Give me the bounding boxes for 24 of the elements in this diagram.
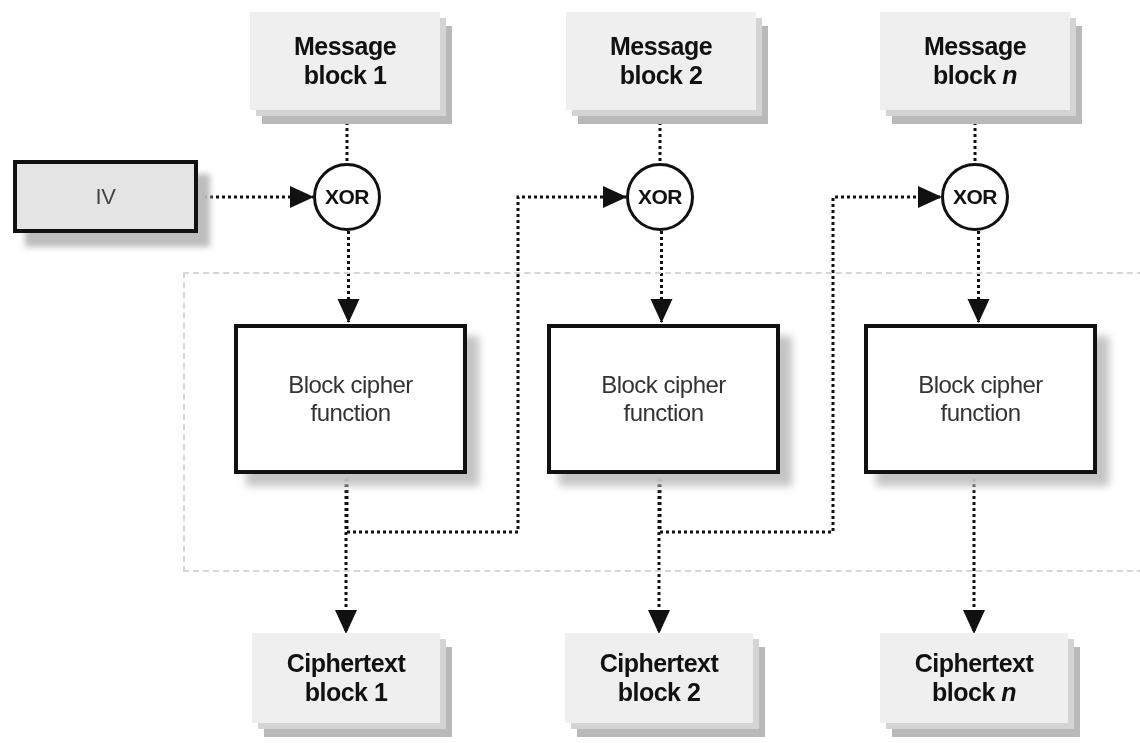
box-label: Message block 1 [292,32,398,90]
dashed-group-outline [183,272,1140,572]
box-label: XOR [953,184,997,210]
iv-box [13,160,198,233]
arrow [967,231,990,323]
box-label: IV [95,183,116,210]
cipher-box [864,324,1097,474]
arrow [337,231,360,323]
box-label: Ciphertext block 1 [285,649,407,707]
box-label: Message block 2 [608,32,714,90]
box-label: XOR [325,184,369,210]
cipher-box [547,324,780,474]
box-label: XOR [638,184,682,210]
box-label: Block cipher function [600,371,727,427]
arrow [198,186,314,208]
box-label: Ciphertext block n [913,649,1035,707]
box-label: Block cipher function [917,371,1044,427]
box-label: Message block n [922,32,1028,90]
box-label: Ciphertext block 2 [598,649,720,707]
box-label: Block cipher function [287,371,414,427]
arrow [345,186,627,534]
arrow [658,186,942,534]
cipher-box [234,324,467,474]
arrow [650,231,673,323]
